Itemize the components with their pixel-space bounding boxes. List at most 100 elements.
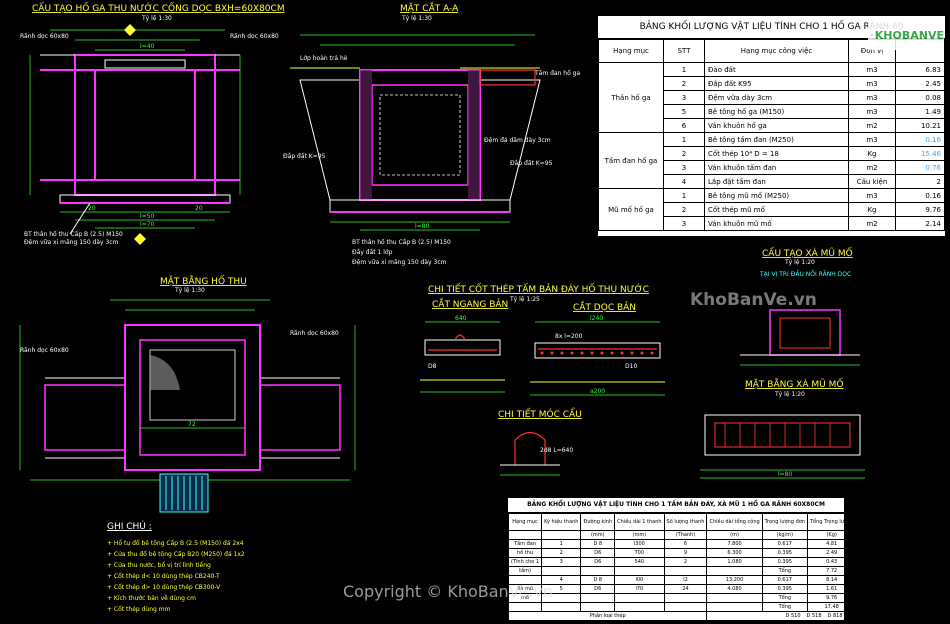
table2-cell (508, 602, 543, 612)
table2-cell: D6 (580, 584, 616, 594)
material-table-1: BẢNG KHỐI LƯỢNG VẬT LIỆU TÍNH CHO 1 HỐ G… (597, 15, 946, 237)
table1-cell-qty: 2.45 (895, 76, 945, 91)
table1-cell-stt: 2 (663, 146, 705, 161)
khobanve-logo: KHOBANVE (868, 20, 944, 50)
table1-cell-work: Đào đất (704, 62, 849, 77)
notes-title: GHI CHÚ : (107, 522, 152, 532)
table2-cell (614, 602, 665, 612)
note-item: + Hố tụ đổ bê tông Cấp B (2.5 (M150) đá … (107, 540, 244, 547)
table2-cell: D 8 (580, 575, 616, 585)
plan-ranh-label-left: Rãnh dọc 60x80 (20, 33, 69, 40)
hook-2d8-label: 2d8 L=640 (540, 447, 573, 454)
table2-cell: 0.617 (761, 575, 808, 585)
table2-cell: Tổng (761, 566, 808, 576)
rebar-dim-640: 640 (455, 315, 467, 322)
table1-cell-unit: m3 (848, 90, 896, 105)
material-table-2: BẢNG KHỐI LƯỢNG VẬT LIỆU TÍNH CHO 1 TẤM … (507, 497, 845, 621)
rebar-d8-label: D8 (428, 363, 437, 370)
table2-unit-cell (508, 530, 543, 540)
rebar-scale: Tỷ lệ 1:25 (509, 296, 540, 303)
section-dem-label: Đệm vữa xi măng 150 dày 3cm (352, 259, 447, 266)
section-marker-a-top-icon (124, 24, 136, 36)
table2-cell (663, 602, 708, 612)
section-view: MẶT CẮT A-A Tỷ lệ 1:30 Lớp hoàn trả hè T… (283, 1, 580, 266)
beam-scale: Tỷ lệ 1:20 (784, 259, 815, 266)
rebar-d10-label: D10 (625, 363, 637, 370)
table2-cell (541, 566, 582, 576)
plan-bt-label: BT thân hố thu Cấp B (2.5) M150 (24, 231, 123, 238)
table2-cell: 0.395 (761, 557, 808, 567)
table1-cell-work: Bê tông hố ga (M150) (704, 104, 849, 119)
table1-cell-stt: 6 (663, 118, 705, 133)
beam-sub: TẠI VỊ TRÍ ĐẦU NỐI RÃNH DỌC (759, 270, 851, 278)
table2-cell (663, 566, 708, 576)
table1-cell-unit: Kg (848, 202, 896, 217)
table2-cell: 0.395 (761, 584, 808, 594)
table1-group-name: Mũ mố hố ga (598, 188, 664, 231)
beam-detail: CẤU TẠO XÀ MŨ MỐ Tỷ lệ 1:20 TẠI VỊ TRÍ Đ… (700, 246, 865, 479)
top-plan-title: MẶT BẰNG HỐ THU (160, 274, 247, 287)
table1-cell-unit: m3 (848, 132, 896, 147)
table2-unit-cell: (kg/m) (761, 530, 808, 540)
notes-block: GHI CHÚ : + Hố tụ đổ bê tông Cấp B (2.5 … (107, 522, 407, 615)
table2-cell: 9.76 (806, 593, 844, 603)
table1-group-name: Tấm đan hố ga (598, 132, 664, 189)
table1-cell-stt: 5 (663, 104, 705, 119)
table2-cell: 0.395 (761, 548, 808, 558)
table2-cell: l2 (663, 575, 708, 585)
table2-cell: 6.300 (706, 548, 763, 558)
plan-dim-20-a: 20 (88, 205, 96, 212)
note-item: + Kích thước bản vẽ dùng cm (107, 595, 196, 602)
table2-cell: D6 (580, 557, 616, 567)
note-item: + Cửa thu đổ bê tông Cấp B20 (M250) đá 1… (107, 551, 245, 558)
rebar-long-title: CẮT DỌC BẢN (573, 300, 636, 313)
table1-cell-work: Cốt thép mũ mố (704, 202, 849, 217)
table2-steel-value: D 510 (785, 613, 801, 619)
table2-unit-cell: (m) (706, 530, 763, 540)
table1-cell-qty: 0.16 (895, 132, 945, 147)
top-plan-hatch (150, 355, 180, 390)
section-dim-l80: l=80 (415, 223, 430, 230)
table1-cell-stt: 3 (663, 216, 705, 231)
table1-cell-qty: 6.83 (895, 62, 945, 77)
table2-cell (663, 593, 708, 603)
table2-steel-value: D 518 (806, 613, 822, 619)
table2-units-row: (mm)(mm)(Thanh)(m)(kg/m)(Kg)(m3)(m2) (508, 530, 844, 540)
logo-text: KHOBANVE (874, 28, 944, 42)
table1-cell-stt: 2 (663, 76, 705, 91)
table1-cell-unit: m2 (848, 216, 896, 231)
section-bt-label: BT thân hố thu Cấp B (2.5) M150 (352, 239, 451, 246)
plan-title: CẤU TẠO HỐ GA THU NƯỚC CỐNG DỌC BXH=60X8… (32, 1, 285, 14)
table2-header-cell: Chiều dài tổng cộng (706, 513, 763, 531)
table1-cell-work: Ván khuôn mũ mố (704, 216, 849, 231)
table2-unit-cell: (mm) (580, 530, 616, 540)
table1-cell-unit: m3 (848, 188, 896, 203)
table2-cell (614, 566, 665, 576)
table1-header-cell: Hạng mục (598, 39, 664, 63)
plan-ranh-label-right: Rãnh dọc 60x80 (230, 33, 279, 40)
table2-cell: tấm) (508, 566, 543, 576)
plan-scale: Tỷ lệ 1:30 (141, 15, 172, 22)
table2-cell: 7.72 (806, 566, 844, 576)
table2-cell: 0.617 (761, 539, 808, 549)
table2-cell: Tấm đan (508, 539, 543, 549)
table1-cell-qty: 10.21 (895, 118, 945, 133)
table2-cell (541, 602, 582, 612)
table1-cell-qty: 2 (895, 174, 945, 189)
table2-cell: 1.080 (706, 557, 763, 567)
table2-cell: 0.43 (806, 557, 844, 567)
table2-cell (614, 593, 665, 603)
table1-grid: Hạng mục STT Hạng mục công việc Đơn vị T… (598, 39, 945, 231)
